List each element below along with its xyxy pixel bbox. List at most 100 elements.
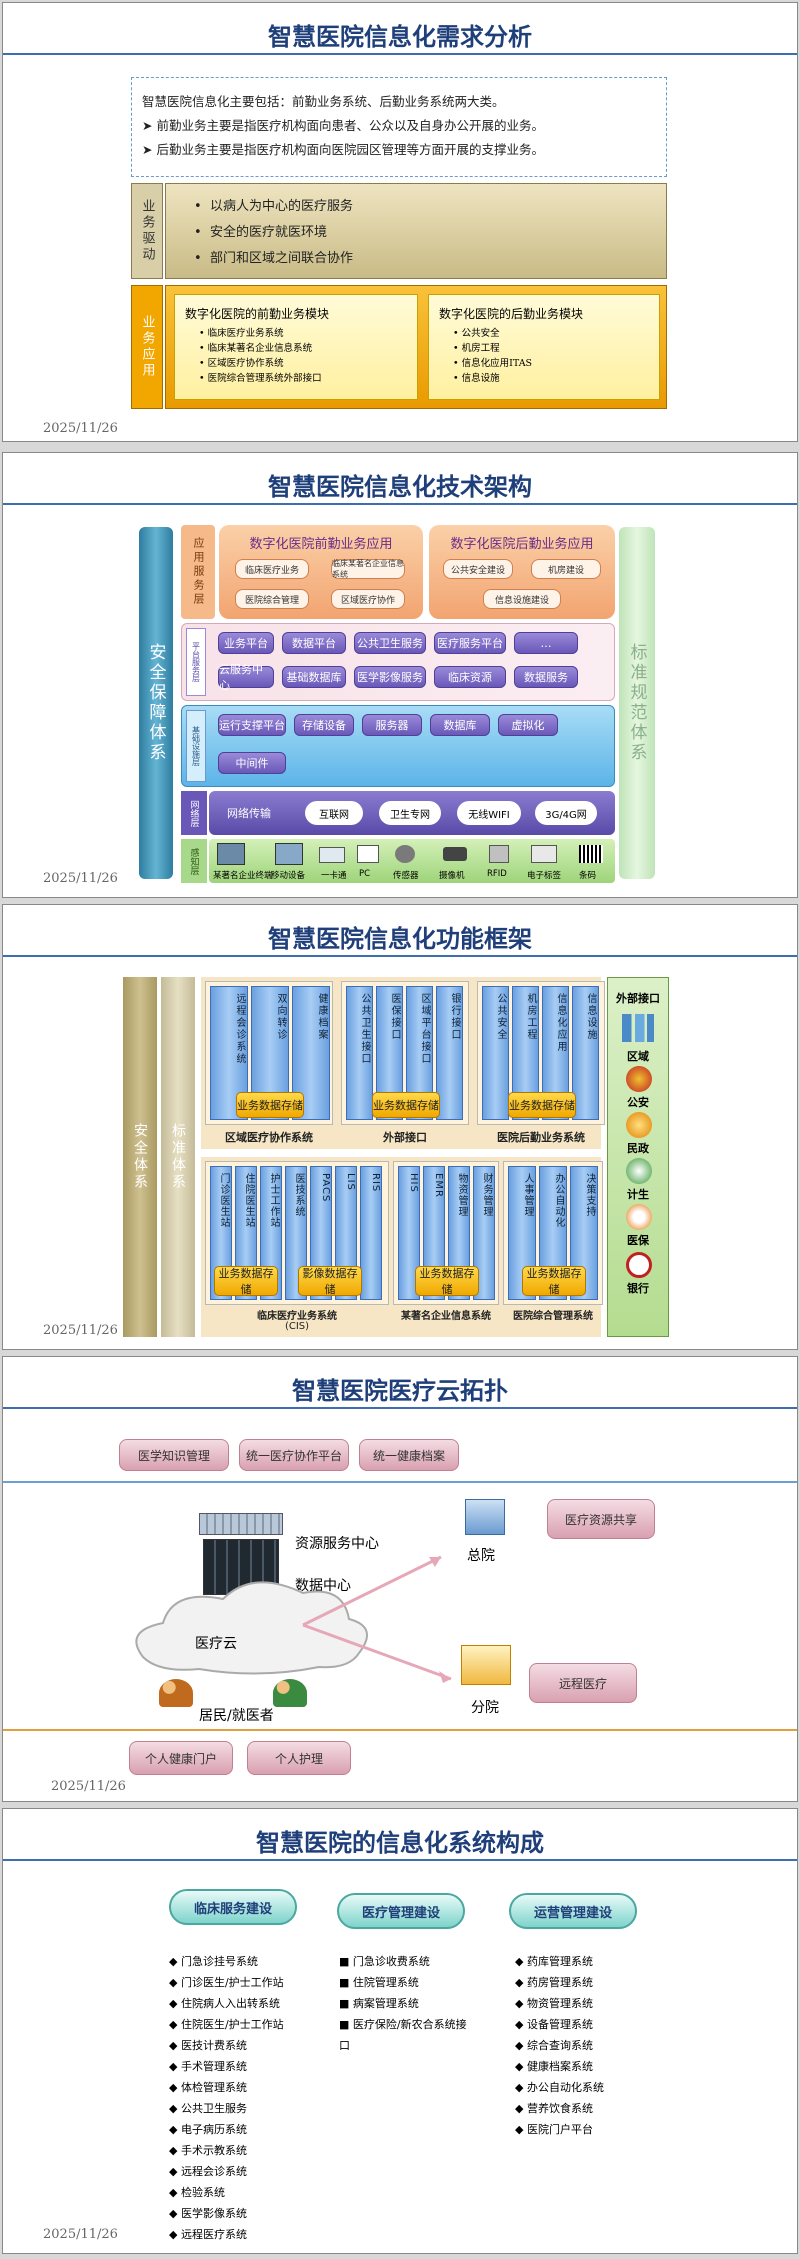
title-divider — [3, 1407, 797, 1409]
bottom-pill: 个人健康门户 — [129, 1741, 233, 1775]
front-module-title: 数字化医院的前勤业务模块 — [185, 307, 330, 321]
pc-icon — [357, 845, 379, 863]
function-group: 远程会诊系统双向转诊健康档案业务数据存储 — [205, 981, 333, 1125]
data-store-button: 业务数据存储 — [415, 1266, 479, 1296]
back-app-panel: 数字化医院后勤业务应用 公共安全建设 机房建设 信息设施建设 — [429, 525, 615, 619]
clinical-header: 临床服务建设 — [169, 1889, 297, 1925]
net-cloud: 3G/4G网 — [535, 801, 597, 825]
system-item: ■ 门急诊收费系统 — [339, 1955, 430, 1968]
bottom-divider — [3, 1729, 797, 1731]
infra-module: 数据库 — [430, 714, 490, 736]
top-groups: 远程会诊系统双向转诊健康档案业务数据存储区域医疗协作系统公共卫生接口医保接口区域… — [201, 977, 605, 1149]
top-pill: 统一健康档案 — [359, 1439, 459, 1471]
drive-item: • 以病人为中心的医疗服务 — [194, 199, 353, 214]
back-module-item: • 公共安全 — [453, 328, 500, 339]
data-store-button: 业务数据存储 — [372, 1092, 440, 1118]
system-item: ◆ 药房管理系统 — [515, 1976, 593, 1989]
platform-module: 临床资源 — [434, 666, 506, 688]
ops-header: 运营管理建设 — [509, 1893, 637, 1929]
slide-title: 智慧医院信息化技术架构 — [268, 473, 532, 501]
server-rack-icon — [199, 1513, 283, 1535]
system-item: ◆ 综合查询系统 — [515, 2039, 593, 2052]
function-column: 公共卫生接口 — [346, 986, 373, 1120]
back-app-module: 信息设施建设 — [483, 589, 561, 609]
infra-module: 服务器 — [362, 714, 422, 736]
hospital-building-icon — [465, 1499, 505, 1535]
back-module-item: • 信息化应用ITAS — [453, 358, 533, 369]
data-store-button: 业务数据存储 — [214, 1266, 278, 1296]
group-subcaption: (CIS) — [284, 1321, 310, 1332]
title-divider — [3, 53, 797, 55]
sense-item: 传感器 — [393, 871, 419, 881]
ext-item: 民政 — [627, 1142, 649, 1155]
system-item: ◆ 体检管理系统 — [169, 2081, 247, 2094]
sense-item: 移动设备 — [271, 871, 306, 881]
intro-text: 智慧医院信息化主要包括：前勤业务系统、后勤业务系统两大类。 — [142, 94, 505, 109]
police-icon — [626, 1066, 652, 1092]
external-title: 外部接口 — [616, 992, 660, 1005]
sense-layer: 某著名企业终端 移动设备 一卡通 PC 传感器 摄像机 RFID 电子标签 条码 — [209, 839, 615, 883]
device-icon — [217, 843, 245, 865]
slide-requirements: 智慧医院信息化需求分析 智慧医院信息化主要包括：前勤业务系统、后勤业务系统两大类… — [2, 2, 798, 442]
standards-bar: 标准体系 — [161, 977, 195, 1337]
security-bar: 安全体系 — [123, 977, 157, 1337]
ext-item: 区域 — [627, 1050, 649, 1063]
sense-item: 一卡通 — [321, 871, 347, 881]
system-item: ■ 住院管理系统 — [339, 1976, 419, 1989]
infra-module: 存储设备 — [294, 714, 354, 736]
function-group: 公共卫生接口医保接口区域平台接口银行接口业务数据存储 — [341, 981, 469, 1125]
front-app-title: 数字化医院前勤业务应用 — [249, 537, 393, 552]
front-module-box: 数字化医院的前勤业务模块 • 临床医疗业务系统 • 临床某著名企业信息系统 • … — [174, 294, 418, 400]
system-item: ◆ 远程会诊系统 — [169, 2165, 247, 2178]
function-column: 公共安全 — [482, 986, 509, 1120]
sensor-icon — [395, 845, 415, 863]
net-cloud: 无线WIFI — [457, 801, 521, 825]
function-column: 信息设施 — [572, 986, 599, 1120]
platform-module: 云服务中心 — [218, 663, 274, 692]
drive-panel: • 以病人为中心的医疗服务 • 安全的医疗就医环境 • 部门和区域之间联合协作 — [165, 183, 667, 279]
slide-date: 2025/11/26 — [43, 421, 118, 436]
link-hq — [302, 1555, 442, 1627]
remote-care-pill: 远程医疗 — [529, 1663, 637, 1703]
slide-date: 2025/11/26 — [43, 871, 118, 886]
title-divider — [3, 1859, 797, 1861]
system-item: ◆ 公共卫生服务 — [169, 2102, 247, 2115]
net-cloud: 互联网 — [305, 801, 363, 825]
sense-item: 电子标签 — [527, 871, 562, 881]
net-layer-label: 网络层 — [181, 791, 207, 835]
bottom-pill: 个人护理 — [247, 1741, 351, 1775]
function-column: 银行接口 — [436, 986, 463, 1120]
slide-title: 智慧医院的信息化系统构成 — [256, 1829, 544, 1857]
sense-item: PC — [359, 869, 371, 879]
front-app-panel: 数字化医院前勤业务应用 临床医疗业务 临床某著名企业信息系统 医院综合管理 区域… — [219, 525, 423, 619]
ext-item: 公安 — [627, 1096, 649, 1109]
bank-icon — [626, 1252, 652, 1278]
system-item: ◆ 手术管理系统 — [169, 2060, 247, 2073]
system-item: ◆ 门诊医生/护士工作站 — [169, 1976, 284, 1989]
front-desc: ➤ 前勤业务主要是指医疗机构面向患者、公众以及自身办公开展的业务。 — [142, 118, 544, 133]
sense-item: 条码 — [579, 871, 597, 881]
back-app-title: 数字化医院后勤业务应用 — [450, 537, 594, 552]
arrow-branch — [439, 1671, 451, 1683]
slide-date: 2025/11/26 — [51, 1779, 126, 1794]
resource-center-label: 资源服务中心 — [295, 1536, 379, 1552]
sense-item: 某著名企业终端 — [213, 871, 273, 881]
group-caption: 外部接口 — [383, 1131, 427, 1144]
net-cloud: 卫生专网 — [379, 801, 441, 825]
card-icon — [319, 847, 345, 863]
system-item: ◆ 电子病历系统 — [169, 2123, 247, 2136]
cloud-shape — [135, 1581, 368, 1675]
link-branch — [302, 1623, 452, 1681]
sense-layer-label: 感知层 — [181, 839, 207, 883]
top-divider — [3, 1481, 797, 1483]
data-store-button: 业务数据存储 — [236, 1092, 304, 1118]
system-item: ◆ 医学影像系统 — [169, 2207, 247, 2220]
back-module-title: 数字化医院的后勤业务模块 — [439, 307, 584, 321]
front-app-module: 临床医疗业务 — [235, 559, 309, 579]
datacenter-label: 数据中心 — [295, 1578, 351, 1594]
infra-layer-label: 基础设施层 — [186, 710, 206, 782]
platform-module: 数据服务 — [514, 666, 578, 688]
front-app-module: 临床某著名企业信息系统 — [331, 559, 405, 579]
platform-module: 基础数据库 — [282, 666, 346, 688]
